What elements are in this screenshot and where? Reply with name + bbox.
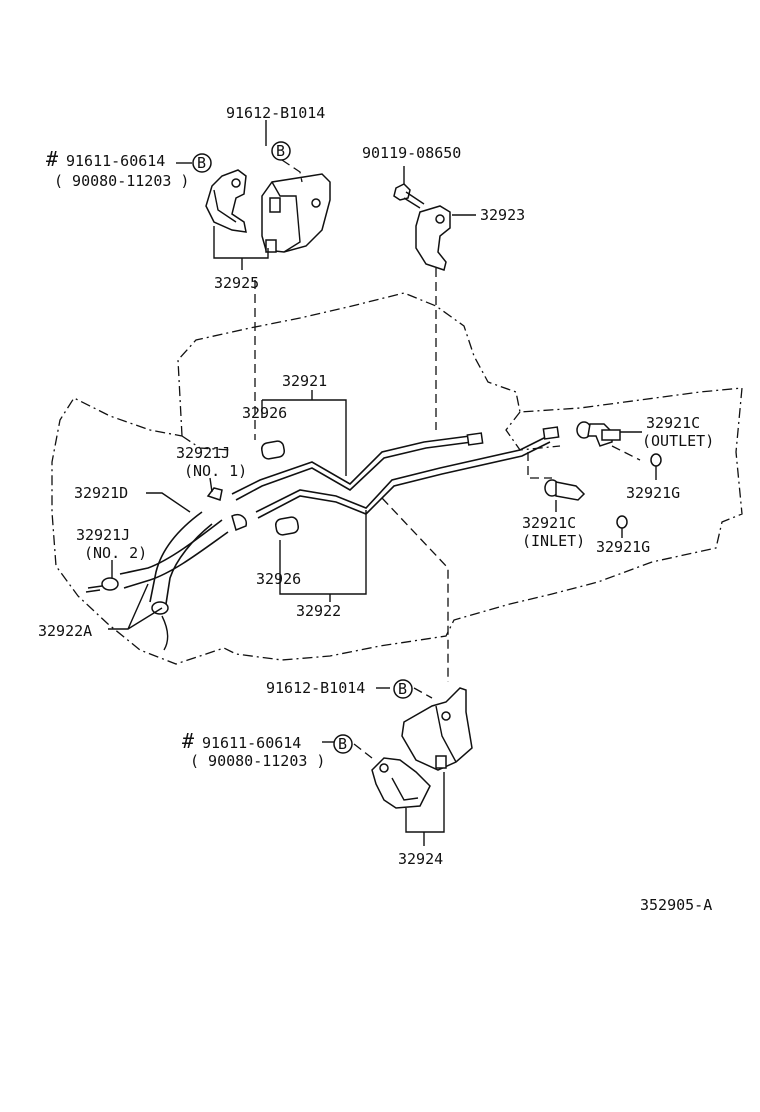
housing-rib <box>181 435 231 451</box>
label-hash-bottom: # <box>182 729 194 753</box>
bracket-32925-small <box>205 169 247 233</box>
connector-32921C-outlet <box>576 421 621 447</box>
marker-b-top-right: B <box>271 141 291 161</box>
label-hash-top: # <box>46 147 58 171</box>
leader-32922 <box>279 510 367 595</box>
label-32921C-outlet: 32921C <box>646 414 700 432</box>
label-32921G-bottom: 32921G <box>596 538 650 556</box>
leader-32921D <box>146 492 191 513</box>
label-32921: 32921 <box>282 372 327 390</box>
label-no1: (NO. 1) <box>184 462 247 480</box>
marker-b-bottom-2: B <box>333 734 353 754</box>
label-32921G-top: 32921G <box>626 484 680 502</box>
leader-32924 <box>405 772 445 833</box>
label-32921J-no1: 32921J <box>176 444 230 462</box>
marker-b-letter: B <box>276 142 285 160</box>
leader-32922A <box>108 583 163 630</box>
bracket-32925-large <box>261 173 331 253</box>
diagram-id: 352905-A <box>640 896 712 914</box>
leader-32921 <box>261 399 347 476</box>
transmission-outline <box>51 292 743 665</box>
guide-32924 <box>381 497 449 682</box>
cushion-32926-top <box>260 440 286 460</box>
clamp-32921J-no1 <box>206 487 248 532</box>
label-outlet: (OUTLET) <box>642 432 714 450</box>
guide-outlet <box>611 445 641 461</box>
label-32924: 32924 <box>398 850 443 868</box>
guide-inlet <box>527 452 552 479</box>
pipe-32922-inner <box>257 441 551 519</box>
leader-32921J-no1 <box>209 477 213 493</box>
bolt-90119-08650 <box>393 183 425 209</box>
connector-32921C-inlet <box>544 479 586 501</box>
label-32926-bottom: 32926 <box>256 570 301 588</box>
pipe-32922 <box>255 435 549 513</box>
marker-b-letter: B <box>398 680 407 698</box>
label-32922: 32922 <box>296 602 341 620</box>
label-90080-bottom: ( 90080-11203 ) <box>190 752 325 770</box>
label-inlet: (INLET) <box>522 532 585 550</box>
label-32921J-no2: 32921J <box>76 526 130 544</box>
label-32923: 32923 <box>480 206 525 224</box>
pipe-32921 <box>231 435 471 495</box>
label-91611-top: 91611-60614 <box>66 152 165 170</box>
leader-b-bot1 <box>413 687 433 699</box>
bracket-32924-large <box>401 687 473 771</box>
label-91612-bottom: 91612-B1014 <box>266 679 365 697</box>
label-no2: (NO. 2) <box>84 544 147 562</box>
leader-32925 <box>213 226 269 259</box>
label-32925: 32925 <box>214 274 259 292</box>
hose-32922A-tail <box>161 615 169 651</box>
cushion-32926-bottom <box>274 516 300 536</box>
hose-32921D <box>149 511 213 605</box>
label-91612-top: 91612-B1014 <box>226 104 325 122</box>
clamp-32921J-no2 <box>85 577 119 593</box>
pipe-32921-inner <box>235 441 473 501</box>
housing-rib <box>505 411 561 451</box>
label-90119: 90119-08650 <box>362 144 461 162</box>
leader-b-bot2 <box>353 743 373 759</box>
marker-b-letter: B <box>338 735 347 753</box>
label-32921D: 32921D <box>74 484 128 502</box>
label-32921C-inlet: 32921C <box>522 514 576 532</box>
label-32926-top: 32926 <box>242 404 287 422</box>
marker-b-top-left: B <box>192 153 212 173</box>
leader-b-top <box>281 159 303 183</box>
pipe-fitting <box>466 426 560 446</box>
label-32922A: 32922A <box>38 622 92 640</box>
label-90080-top: ( 90080-11203 ) <box>54 172 189 190</box>
marker-b-letter: B <box>197 154 206 172</box>
bracket-32923 <box>415 205 451 271</box>
label-91611-bottom: 91611-60614 <box>202 734 301 752</box>
gasket-32921G-top <box>650 453 662 467</box>
hose-32922A <box>119 519 229 589</box>
marker-b-bottom-1: B <box>393 679 413 699</box>
bracket-32924-small <box>371 757 431 809</box>
gasket-32921G-bottom <box>616 515 628 529</box>
